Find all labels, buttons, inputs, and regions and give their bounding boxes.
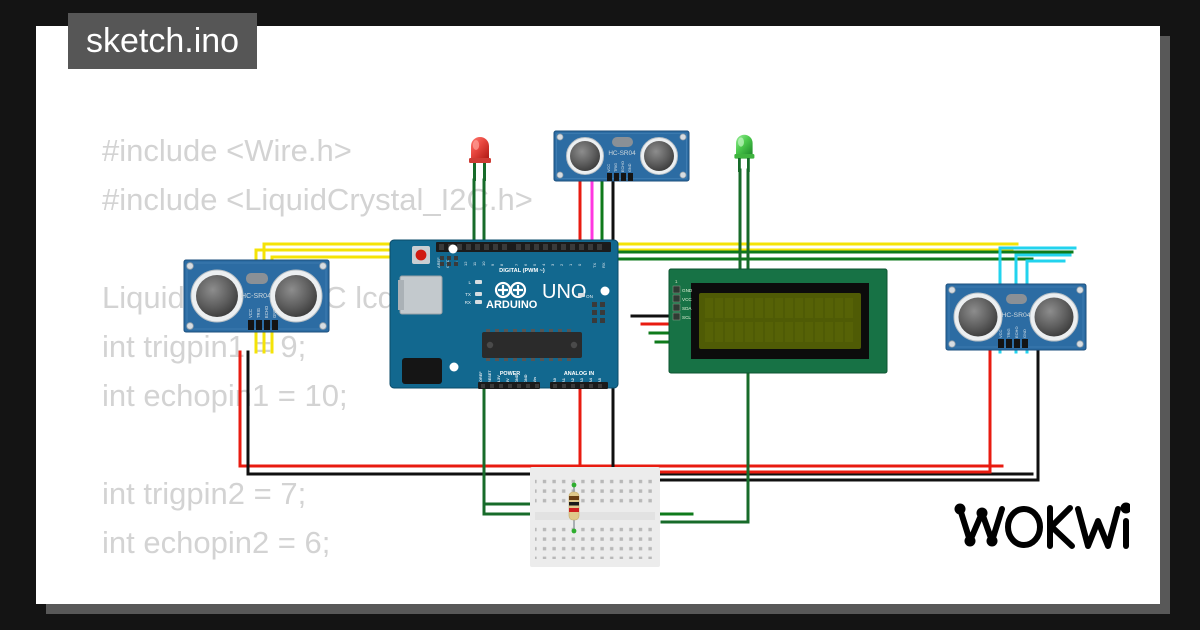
svg-text:RESET: RESET <box>488 370 492 383</box>
svg-text:Vin: Vin <box>533 376 537 383</box>
svg-text:12: 12 <box>463 261 468 266</box>
code-line: int echopin2 = 6; <box>102 525 331 560</box>
wire-black-left <box>246 350 1034 476</box>
svg-text:ECHO: ECHO <box>621 161 625 172</box>
lcd-pin-scl: SCL <box>682 315 691 320</box>
sensor-label-top: HC-SR04 <box>608 150 636 157</box>
svg-text:ECHO: ECHO <box>264 305 269 318</box>
silk-analog-in: ANALOG IN <box>564 371 594 377</box>
resistor-band-3 <box>569 508 579 512</box>
code-line: int trigpin2 = 7; <box>102 476 307 511</box>
part-arduino-uno[interactable]: AREF GND 13 12 11 10 9 8 7 6 5 4 3 2 1 0 <box>389 239 619 389</box>
svg-text:TRIG: TRIG <box>1006 328 1011 338</box>
svg-text:GND: GND <box>515 374 519 383</box>
wokwi-logo <box>952 497 1132 562</box>
svg-text:L: L <box>468 280 471 285</box>
svg-text:11: 11 <box>472 261 477 266</box>
svg-text:8: 8 <box>499 263 504 266</box>
svg-text:1: 1 <box>568 263 573 266</box>
part-hc-sr04-right[interactable]: HC-SR04 VCC TRIG ECHO GND <box>945 283 1087 351</box>
svg-text:6: 6 <box>523 263 528 266</box>
svg-text:VCC: VCC <box>998 329 1003 338</box>
svg-text:GND: GND <box>524 374 528 383</box>
svg-text:A3: A3 <box>580 378 584 383</box>
part-lcd1602-i2c[interactable]: 1 GND VCC SDA SCL <box>668 268 888 374</box>
svg-text:TX: TX <box>592 263 597 268</box>
silk-uno: UNO <box>542 281 586 303</box>
wire-green-breadboard <box>482 502 544 516</box>
svg-text:3: 3 <box>550 263 555 266</box>
svg-text:TRIG: TRIG <box>256 308 261 318</box>
svg-text:A4: A4 <box>589 377 593 383</box>
sensor-label-left: HC-SR04 <box>241 293 271 300</box>
wire-black-right <box>630 350 1040 482</box>
svg-text:7: 7 <box>514 263 519 266</box>
svg-text:GND: GND <box>272 309 277 318</box>
svg-text:TX: TX <box>465 292 471 297</box>
svg-text:ECHO: ECHO <box>1014 326 1019 338</box>
svg-text:3.3V: 3.3V <box>497 375 501 383</box>
wire-red-right <box>630 350 992 474</box>
part-led-green[interactable] <box>734 134 755 172</box>
svg-text:A5: A5 <box>598 378 602 383</box>
part-breadboard[interactable] <box>530 467 660 567</box>
svg-text:10: 10 <box>481 261 486 266</box>
lcd-pin-vcc: VCC <box>682 297 692 302</box>
file-tab-sketch-ino[interactable]: sketch.ino <box>68 13 258 69</box>
code-line: int trigpin1 = 9; <box>102 329 307 364</box>
svg-text:VCC: VCC <box>607 164 611 172</box>
diagram-canvas[interactable]: #include <Wire.h> #include <LiquidCrystal… <box>36 26 1160 604</box>
lcd-pin-gnd: GND <box>682 288 693 293</box>
svg-text:5V: 5V <box>506 378 510 383</box>
svg-text:2: 2 <box>559 263 564 266</box>
svg-text:TRIG: TRIG <box>614 163 618 172</box>
wire-yellow-1 <box>254 248 1014 354</box>
svg-text:A0: A0 <box>553 378 557 383</box>
code-line: #include <Wire.h> <box>102 133 352 168</box>
resistor-band-2 <box>569 502 579 506</box>
code-line: #include <LiquidCrystal_I2C.h> <box>102 182 533 217</box>
lcd-pin-number: 1 <box>675 279 678 284</box>
svg-text:0: 0 <box>577 263 582 266</box>
svg-text:GND: GND <box>1022 329 1027 338</box>
svg-text:A1: A1 <box>562 378 566 383</box>
svg-text:4: 4 <box>541 263 546 266</box>
circuit-diagram[interactable]: HC-SR04 VCC TRIG ECHO GND <box>72 52 1160 604</box>
svg-text:9: 9 <box>490 263 495 266</box>
lcd-pin-sda: SDA <box>682 306 692 311</box>
part-hc-sr04-left[interactable]: HC-SR04 VCC TRIG ECHO GND <box>183 259 330 333</box>
svg-text:GND: GND <box>628 163 632 172</box>
wire-red-left <box>238 350 1004 468</box>
resistor-band-1 <box>569 496 579 500</box>
svg-text:VCC: VCC <box>248 309 253 318</box>
svg-text:RX: RX <box>601 262 606 268</box>
wokwi-logo-svg <box>954 502 1132 549</box>
svg-text:RX: RX <box>465 300 471 305</box>
part-resistor[interactable] <box>568 482 580 534</box>
silk-power: POWER <box>500 371 520 377</box>
svg-text:5: 5 <box>532 263 537 266</box>
silk-arduino: ARDUINO <box>486 299 538 311</box>
part-hc-sr04-top[interactable]: HC-SR04 VCC TRIG ECHO GND <box>553 130 690 182</box>
sensor-label-right: HC-SR04 <box>1001 312 1030 319</box>
svg-text:ON: ON <box>586 294 593 299</box>
svg-text:AREF: AREF <box>436 257 441 268</box>
svg-text:IOREF: IOREF <box>479 371 483 383</box>
part-led-red[interactable] <box>469 137 491 181</box>
svg-text:A2: A2 <box>571 378 575 383</box>
silk-digital-pwm: DIGITAL (PWM ~) <box>499 268 545 274</box>
